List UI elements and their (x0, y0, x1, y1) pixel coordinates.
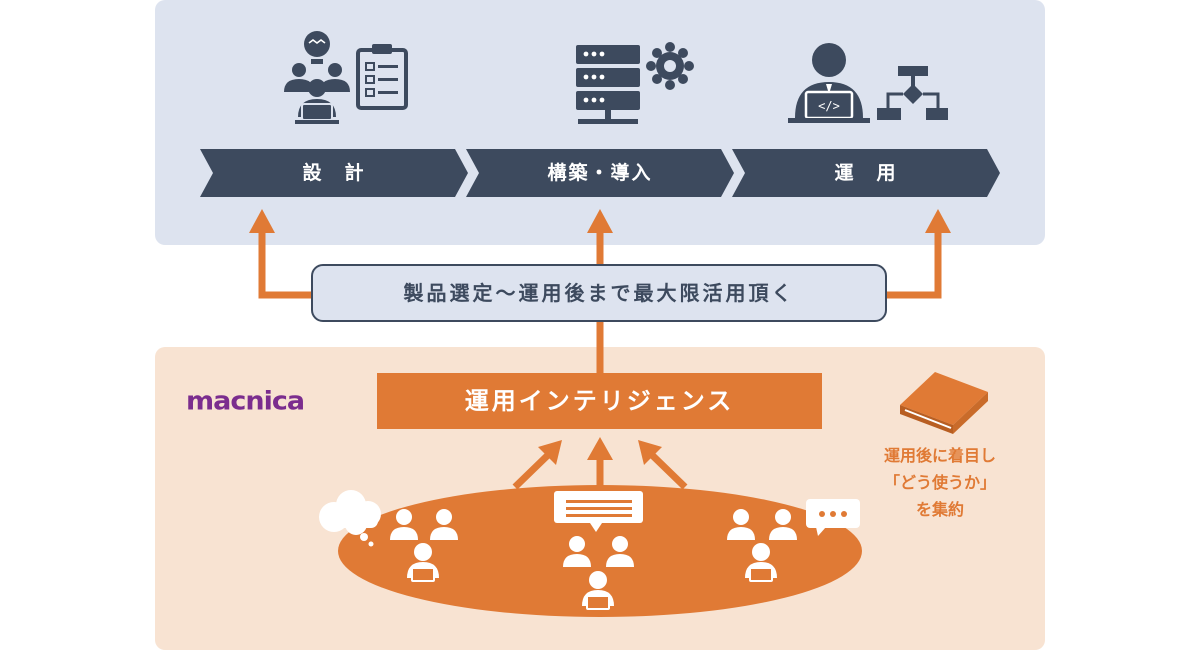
side-note-line-2: 「どう使うか」 (883, 473, 996, 492)
side-note: 運用後に着目し 「どう使うか」 を集約 (855, 442, 1025, 523)
thought-cloud-icon (319, 490, 381, 547)
user-community-ellipse (338, 485, 862, 617)
message-bubble-icon (554, 491, 643, 532)
arrow-head-operation (925, 209, 951, 233)
book-icon (900, 372, 988, 434)
server-gear-icon (576, 42, 694, 124)
brand-logo: macnica (186, 386, 305, 417)
arrow-head-design (249, 209, 275, 233)
stage-label-build: 構築・導入 (547, 162, 653, 184)
stage-label-design: 設 計 (302, 162, 366, 184)
stage-label-operation: 運 用 (834, 162, 898, 184)
goal-statement: 製品選定〜運用後まで最大限活用頂く (311, 264, 887, 322)
stage-chevron-design (200, 149, 468, 197)
arrow-head-right (638, 440, 662, 465)
side-note-line-1: 運用後に着目し (883, 446, 996, 465)
team-idea-checklist-icon (284, 31, 408, 124)
arrow-head-left (538, 440, 562, 465)
engineer-flowchart-icon: </> (788, 43, 948, 123)
stage-chevron-build (466, 149, 734, 197)
operation-intelligence-box: 運用インテリジェンス (377, 373, 822, 429)
arrow-head-center (587, 437, 613, 460)
chat-dots-icon (806, 499, 860, 536)
community-arrows (512, 452, 688, 490)
side-note-line-3: を集約 (915, 500, 964, 519)
stage-chevron-operation (732, 149, 1000, 197)
arrow-head-build (587, 209, 613, 233)
svg-text:</>: </> (818, 99, 840, 113)
